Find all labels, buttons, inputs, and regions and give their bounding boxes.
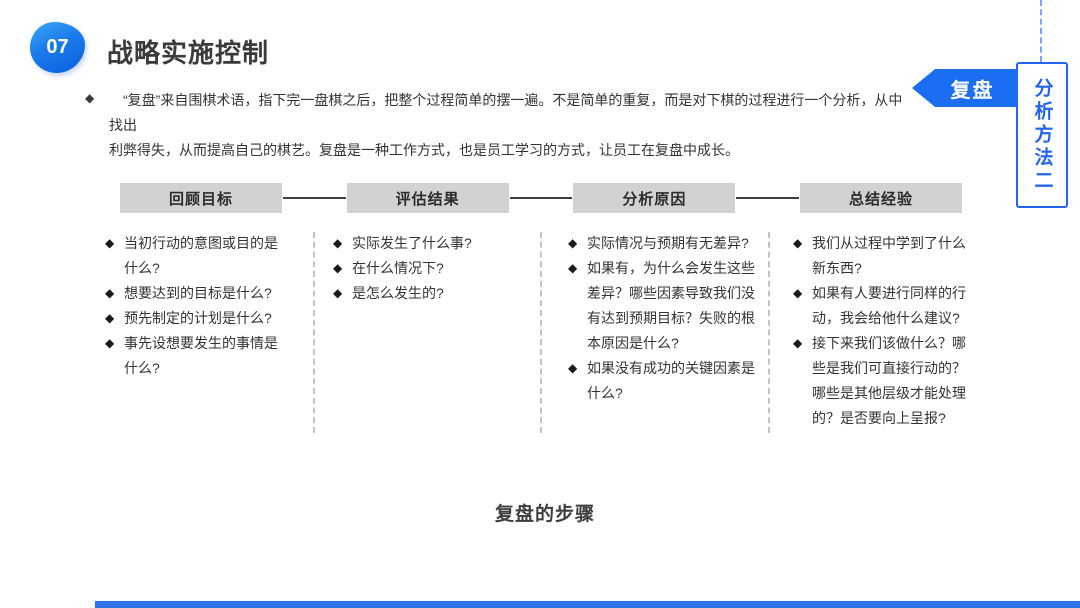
diamond-bullet-icon: ◆: [105, 286, 115, 300]
list-item-text: 当初行动的意图或目的是什么?: [124, 235, 278, 276]
column-divider: [768, 232, 770, 433]
diamond-bullet-icon: ◆: [85, 91, 95, 105]
list-item-text: 实际发生了什么事?: [352, 235, 472, 251]
fupan-arrow-tag: 复盘: [912, 69, 1017, 107]
diamond-bullet-icon: ◆: [333, 286, 343, 300]
list-item: ◆ 如果有，为什么会发生这些差异？哪些因素导致我们没有达到预期目标？失败的根本原…: [568, 256, 767, 356]
list-item: ◆ 如果没有成功的关键因素是什么?: [568, 356, 767, 406]
diamond-bullet-icon: ◆: [105, 336, 115, 350]
list-item-text: 是怎么发生的?: [352, 285, 444, 301]
list-item-text: 接下来我们该做什么？哪些是我们可直接行动的？哪些是其他层级才能处理的？是否要向上…: [812, 335, 966, 426]
intro-line-1: “复盘”来自围棋术语，指下完一盘棋之后，把整个过程简单的摆一遍。不是简单的重复，…: [109, 92, 903, 133]
step-column-summarize-lessons: ◆ 我们从过程中学到了什么新东西? ◆ 如果有人要进行同样的行动，我会给他什么建…: [793, 231, 974, 431]
step-header-summarize-lessons: 总结经验: [800, 183, 963, 213]
list-item-text: 如果有人要进行同样的行动，我会给他什么建议?: [812, 285, 966, 326]
analysis-method-label: 分析方法二: [1031, 77, 1053, 193]
list-item: ◆ 是怎么发生的?: [333, 281, 514, 306]
top-right-dashed-line: [1040, 0, 1042, 62]
step-connector-line: [509, 197, 573, 199]
analysis-method-label-box: 分析方法二: [1016, 62, 1068, 208]
intro-line-2: 利弊得失，从而提高自己的棋艺。复盘是一种工作方式，也是员工学习的方式，让员工在复…: [109, 142, 739, 158]
section-number-badge: 07: [30, 22, 85, 73]
intro-paragraph: ◆ “复盘”来自围棋术语，指下完一盘棋之后，把整个过程简单的摆一遍。不是简单的重…: [85, 88, 915, 163]
list-item: ◆ 我们从过程中学到了什么新东西?: [793, 231, 974, 281]
step-connector-line: [283, 197, 346, 199]
diamond-bullet-icon: ◆: [105, 236, 115, 250]
list-item: ◆ 如果有人要进行同样的行动，我会给他什么建议?: [793, 281, 974, 331]
step-header-review-goals: 回顾目标: [120, 183, 282, 213]
diamond-bullet-icon: ◆: [333, 261, 343, 275]
diamond-bullet-icon: ◆: [333, 236, 343, 250]
diamond-bullet-icon: ◆: [568, 261, 578, 275]
steps-header-row: 回顾目标 评估结果 分析原因 总结经验: [120, 183, 963, 213]
list-item-text: 事先设想要发生的事情是什么?: [124, 335, 278, 376]
list-item: ◆ 事先设想要发生的事情是什么?: [105, 331, 286, 381]
list-item: ◆ 实际情况与预期有无差异?: [568, 231, 767, 256]
list-item: ◆ 预先制定的计划是什么?: [105, 306, 286, 331]
column-divider: [540, 232, 542, 433]
column-divider: [313, 232, 315, 433]
section-number: 07: [46, 36, 69, 58]
list-item-text: 我们从过程中学到了什么新东西?: [812, 235, 966, 276]
list-item: ◆ 当初行动的意图或目的是什么?: [105, 231, 286, 281]
list-item-text: 在什么情况下?: [352, 260, 444, 276]
intro-text: “复盘”来自围棋术语，指下完一盘棋之后，把整个过程简单的摆一遍。不是简单的重复，…: [109, 88, 915, 163]
list-item-text: 预先制定的计划是什么?: [124, 310, 272, 326]
page-title: 战略实施控制: [107, 38, 270, 68]
step-header-evaluate-results: 评估结果: [346, 183, 509, 213]
diamond-bullet-icon: ◆: [793, 336, 803, 350]
list-item-text: 如果没有成功的关键因素是什么?: [587, 360, 755, 401]
list-item: ◆ 想要达到的目标是什么?: [105, 281, 286, 306]
list-item-text: 如果有，为什么会发生这些差异？哪些因素导致我们没有达到预期目标？失败的根本原因是…: [587, 260, 755, 351]
diamond-bullet-icon: ◆: [568, 236, 578, 250]
step-column-review-goals: ◆ 当初行动的意图或目的是什么? ◆ 想要达到的目标是什么? ◆ 预先制定的计划…: [105, 231, 286, 381]
list-item-text: 实际情况与预期有无差异?: [587, 235, 749, 251]
step-column-evaluate-results: ◆ 实际发生了什么事? ◆ 在什么情况下? ◆ 是怎么发生的?: [333, 231, 514, 306]
step-header-analyze-causes: 分析原因: [573, 183, 736, 213]
step-connector-line: [736, 197, 800, 199]
list-item: ◆ 接下来我们该做什么？哪些是我们可直接行动的？哪些是其他层级才能处理的？是否要…: [793, 331, 974, 431]
list-item: ◆ 实际发生了什么事?: [333, 231, 514, 256]
diagram-caption: 复盘的步骤: [494, 504, 595, 525]
diamond-bullet-icon: ◆: [793, 236, 803, 250]
list-item-text: 想要达到的目标是什么?: [124, 285, 272, 301]
fupan-arrow-tag-label: 复盘: [950, 79, 995, 102]
step-column-analyze-causes: ◆ 实际情况与预期有无差异? ◆ 如果有，为什么会发生这些差异？哪些因素导致我们…: [568, 231, 767, 406]
diamond-bullet-icon: ◆: [568, 361, 578, 375]
bottom-accent-bar: [95, 601, 1080, 608]
diamond-bullet-icon: ◆: [793, 286, 803, 300]
list-item: ◆ 在什么情况下?: [333, 256, 514, 281]
diamond-bullet-icon: ◆: [105, 311, 115, 325]
